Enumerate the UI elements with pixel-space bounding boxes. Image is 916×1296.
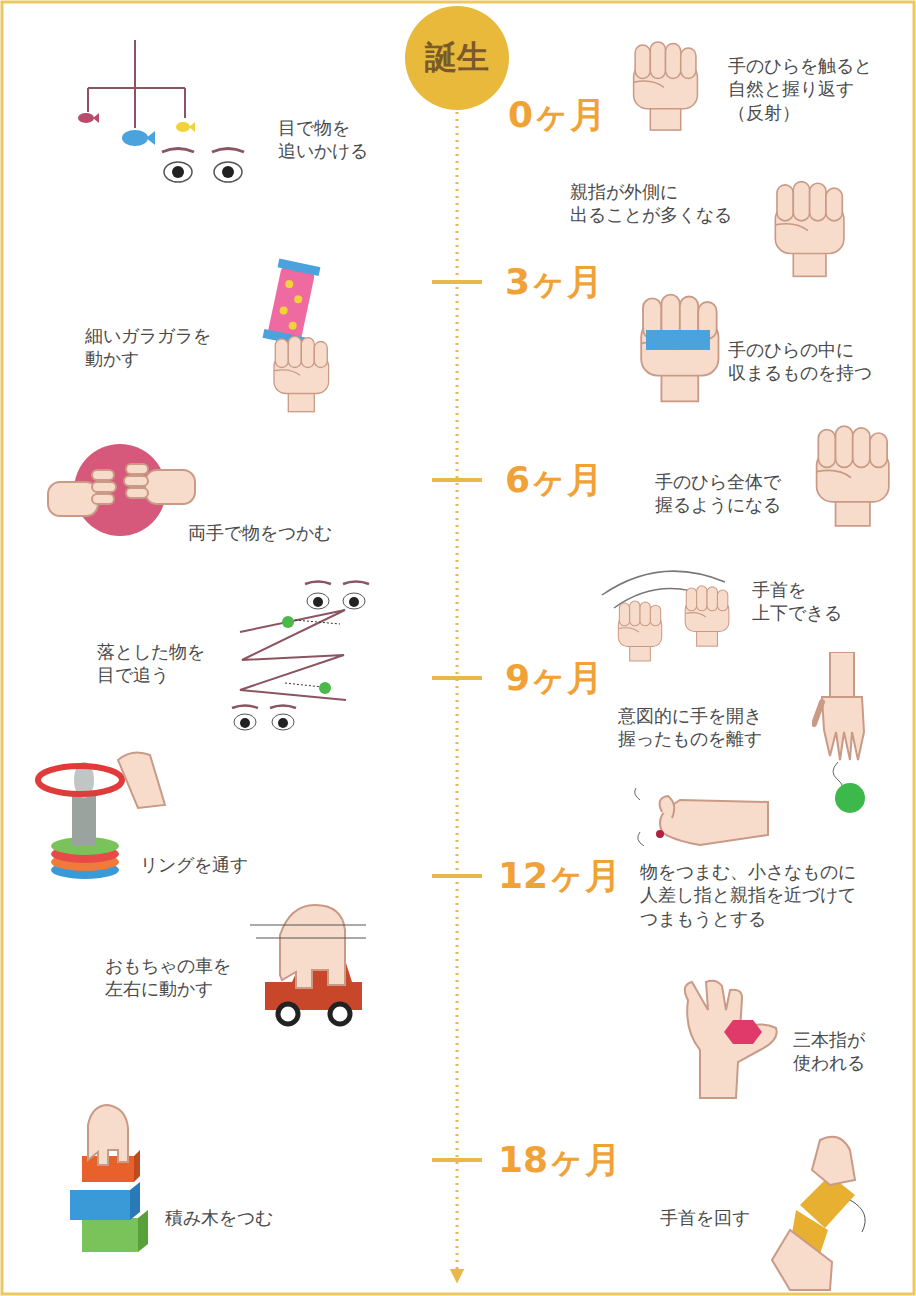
milestone-text: 手のひら全体で 握るようになる bbox=[655, 470, 781, 517]
age-label: 3ヶ月 bbox=[505, 264, 603, 300]
milestone-text: おもちゃの車を 左右に動かす bbox=[105, 954, 231, 1001]
milestone-text: 手のひらを触ると 自然と握り返す （反射） bbox=[728, 54, 872, 124]
milestone-text: 親指が外側に 出ることが多くなる bbox=[570, 180, 732, 227]
milestone-text: 手首を 上下できる bbox=[752, 578, 842, 625]
milestone-text: 意図的に手を開き 握ったものを離す bbox=[618, 704, 762, 751]
milestone-text: リングを通す bbox=[140, 853, 248, 876]
age-label: 12ヶ月 bbox=[498, 858, 621, 894]
milestone-text: 物をつまむ、小さなものに 人差し指と親指を近づけて つまもうとする bbox=[640, 860, 856, 930]
age-label: 6ヶ月 bbox=[505, 462, 603, 498]
milestone-text: 細いガラガラを 動かす bbox=[85, 324, 211, 371]
age-label: 9ヶ月 bbox=[505, 660, 603, 696]
age-label: 18ヶ月 bbox=[498, 1142, 621, 1178]
node-text: 誕生 bbox=[425, 36, 489, 80]
milestone-text: 落とした物を 目で追う bbox=[97, 640, 205, 687]
milestone-text: 目で物を 追いかける bbox=[278, 116, 368, 163]
milestone-text: 積み木をつむ bbox=[165, 1206, 273, 1229]
milestone-text: 手のひらの中に 収まるものを持つ bbox=[728, 338, 872, 385]
milestone-text: 三本指が 使われる bbox=[793, 1028, 865, 1075]
milestone-text: 手首を回す bbox=[660, 1206, 750, 1229]
milestone-text: 両手で物をつかむ bbox=[188, 521, 332, 544]
age-label: 0ヶ月 bbox=[508, 97, 606, 133]
birth-circle: 誕生 bbox=[405, 6, 509, 110]
